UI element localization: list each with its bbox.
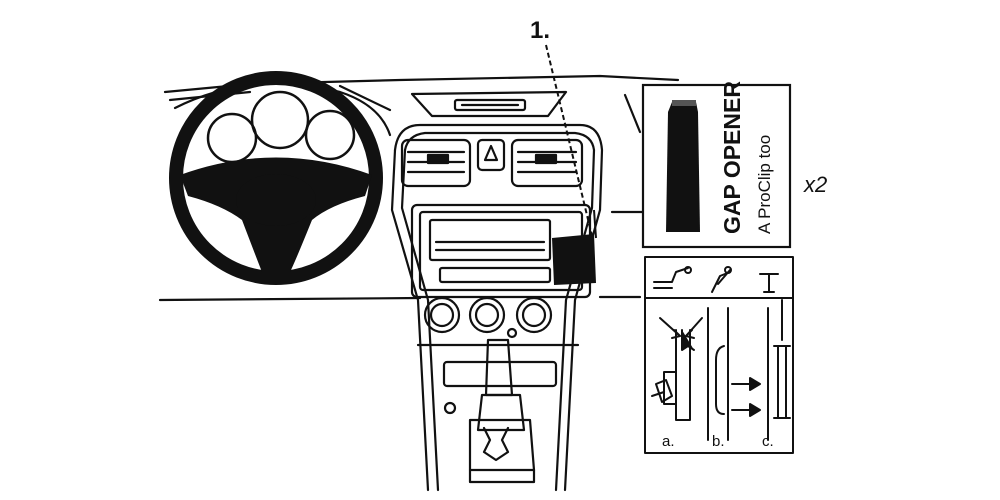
callout-label: 1.	[530, 17, 550, 44]
step-a-illustration	[651, 317, 703, 421]
step-label-b: b.	[712, 433, 725, 450]
gap-opener-panel	[641, 83, 792, 249]
step-label-a: a.	[662, 433, 675, 450]
gap-opener-title: GAP OPENER	[719, 81, 745, 234]
step-icons	[653, 266, 779, 293]
center-console	[390, 123, 604, 492]
gap-opener-tool-icon	[666, 102, 700, 232]
steering-wheel	[169, 71, 383, 285]
quantity-label: x2	[803, 172, 827, 197]
step-b-illustration	[715, 345, 761, 417]
callout-pointer	[545, 44, 593, 237]
step-label-c: c.	[762, 433, 774, 450]
instruction-panel	[644, 256, 794, 454]
gap-opener-subtitle: A ProClip too	[755, 135, 774, 234]
mounting-location	[552, 209, 597, 285]
step-c-illustration	[773, 299, 791, 419]
